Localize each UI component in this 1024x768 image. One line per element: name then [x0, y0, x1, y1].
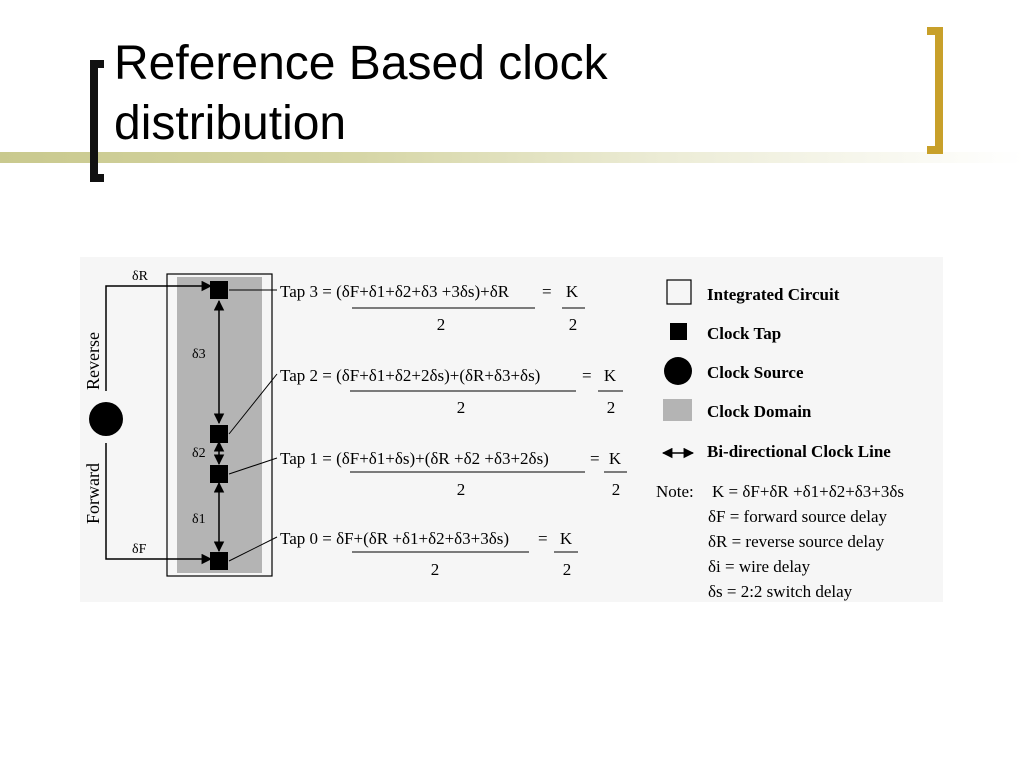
legend-integrated-circuit-label: Integrated Circuit — [707, 285, 840, 304]
legend-clock-domain-label: Clock Domain — [707, 402, 812, 421]
equation-tap-3-k: K — [566, 282, 579, 301]
left-bracket-decoration — [90, 60, 104, 182]
equation-tap-0-equals: = — [538, 529, 548, 548]
title-underline-bar — [0, 152, 1024, 163]
equation-tap-2-denominator: 2 — [457, 398, 466, 417]
legend-clock-source-label: Clock Source — [707, 363, 804, 382]
equation-tap-3-equals: = — [542, 282, 552, 301]
legend-clock-tap-label: Clock Tap — [707, 324, 781, 343]
delta-f-label: δF — [132, 542, 147, 557]
equation-tap-3-k-denominator: 2 — [569, 315, 578, 334]
note-line-reverse-delay: δR = reverse source delay — [708, 532, 885, 551]
tap-0-leader — [228, 536, 278, 562]
integrated-circuit-box — [166, 273, 273, 577]
equation-tap-1-denominator: 2 — [457, 480, 466, 499]
legend-clock-tap-swatch — [670, 323, 687, 340]
clock-tap-3 — [210, 281, 228, 299]
forward-feed-line — [105, 443, 213, 565]
equation-tap-0-k-denominator: 2 — [563, 560, 572, 579]
diagram-svg: δR δF Reverse Forward δ3 δ2 δ1 Tap 3 = (… — [83, 269, 904, 601]
equation-tap-1-k-denominator: 2 — [612, 480, 621, 499]
slide-title-line-2: distribution — [114, 97, 347, 150]
slide-title: Reference Based clock distribution — [114, 34, 608, 154]
legend-integrated-circuit-swatch — [666, 279, 692, 305]
legend-clock-source-swatch — [664, 357, 692, 385]
equation-tap-1-equals: = — [590, 449, 600, 468]
equation-tap-3: Tap 3 = (δF+δ1+δ2+δ3 +3δs)+δR — [280, 282, 510, 301]
tap-1-leader — [228, 457, 278, 475]
clock-tap-2 — [210, 425, 228, 443]
right-bracket-decoration — [927, 27, 943, 154]
forward-label: Forward — [83, 463, 103, 524]
reverse-label: Reverse — [83, 332, 103, 390]
delta-3-label: δ3 — [192, 347, 206, 362]
equation-tap-1-k: K — [609, 449, 622, 468]
note-line-wire-delay: δi = wire delay — [708, 557, 811, 576]
reverse-feed-line — [105, 280, 213, 391]
equation-tap-2: Tap 2 = (δF+δ1+δ2+2δs)+(δR+δ3+δs) — [280, 366, 540, 385]
legend-clock-line-label: Bi-directional Clock Line — [707, 442, 891, 461]
note-label: Note: — [656, 482, 694, 501]
tap-2-leader — [228, 373, 278, 435]
note-line-k: K = δF+δR +δ1+δ2+δ3+3δs — [712, 482, 904, 501]
legend-clock-domain-swatch — [663, 399, 692, 421]
note-line-switch-delay: δs = 2:2 switch delay — [708, 582, 853, 601]
equation-tap-2-equals: = — [582, 366, 592, 385]
clock-tap-0 — [210, 552, 228, 570]
equation-tap-1: Tap 1 = (δF+δ1+δs)+(δR +δ2 +δ3+2δs) — [280, 449, 549, 468]
clock-source-circle — [89, 402, 123, 436]
delta-r-label: δR — [132, 269, 149, 284]
slide-title-line-1: Reference Based clock — [114, 37, 608, 90]
equation-tap-2-k-denominator: 2 — [607, 398, 616, 417]
equation-tap-0-k: K — [560, 529, 573, 548]
equation-tap-0: Tap 0 = δF+(δR +δ1+δ2+δ3+3δs) — [280, 529, 509, 548]
delta-2-label: δ2 — [192, 446, 206, 461]
equation-tap-0-denominator: 2 — [431, 560, 440, 579]
clock-tap-1 — [210, 465, 228, 483]
equation-tap-2-k: K — [604, 366, 617, 385]
note-line-forward-delay: δF = forward source delay — [708, 507, 888, 526]
clock-distribution-diagram: δR δF Reverse Forward δ3 δ2 δ1 Tap 3 = (… — [80, 257, 943, 602]
equation-tap-3-denominator: 2 — [437, 315, 446, 334]
delta-1-label: δ1 — [192, 512, 206, 527]
